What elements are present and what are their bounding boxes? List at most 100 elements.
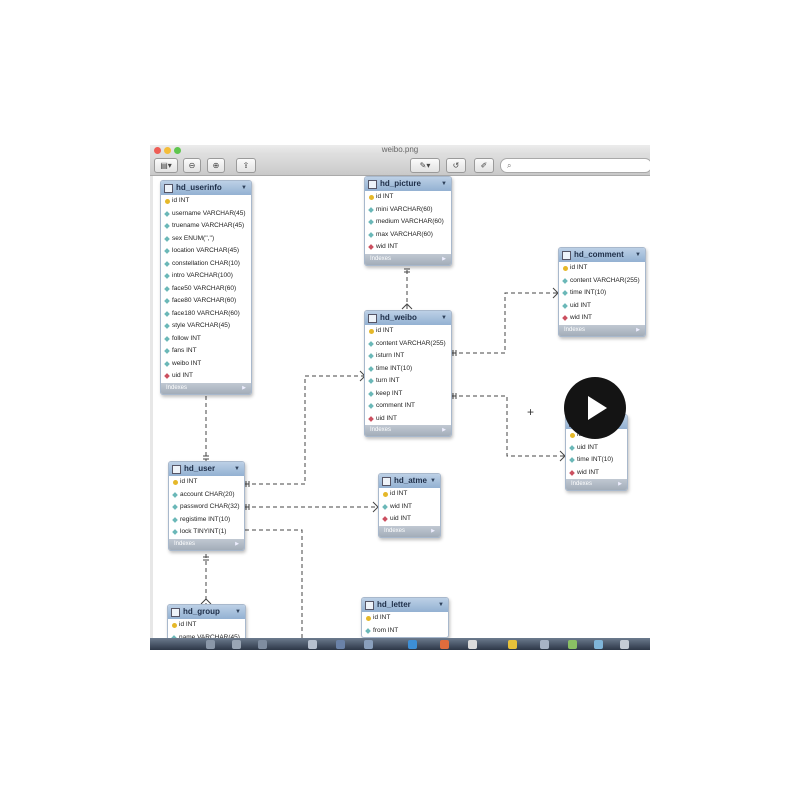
table-field-row[interactable]: location VARCHAR(45) [161, 245, 251, 258]
table-field-row[interactable]: registime INT(10) [169, 514, 244, 527]
indexes-bar[interactable]: Indexes▶ [559, 324, 645, 336]
collapse-arrow-icon[interactable]: ▼ [441, 315, 447, 321]
table-field-row[interactable]: uid INT [161, 370, 251, 383]
table-field-row[interactable]: wid INT [566, 467, 627, 480]
collapse-arrow-icon[interactable]: ▼ [430, 478, 436, 484]
table-field-row[interactable]: lock TINYINT(1) [169, 526, 244, 539]
close-window-button[interactable] [154, 147, 161, 154]
zoom-window-button[interactable] [174, 147, 181, 154]
dock-app-icon[interactable] [540, 640, 549, 649]
zoom-in-button[interactable]: ⊕ [207, 158, 225, 173]
table-field-row[interactable]: face80 VARCHAR(60) [161, 295, 251, 308]
field-label: id INT [376, 193, 394, 200]
dock-app-icon[interactable] [568, 640, 577, 649]
table-field-row[interactable]: wid INT [365, 241, 451, 254]
dock-app-icon[interactable] [508, 640, 517, 649]
table-field-row[interactable]: face50 VARCHAR(60) [161, 283, 251, 296]
indexes-bar[interactable]: Indexes▶ [379, 525, 440, 537]
table-field-row[interactable]: uid INT [566, 442, 627, 455]
table-field-row[interactable]: id INT [168, 619, 245, 632]
rotate-button[interactable]: ↺ [446, 158, 466, 173]
table-field-row[interactable]: weibo INT [161, 358, 251, 371]
field-label: id INT [570, 264, 588, 271]
zoom-out-button[interactable]: ⊖ [183, 158, 201, 173]
table-field-row[interactable]: id INT [365, 325, 451, 338]
indexes-bar[interactable]: Indexes▶ [365, 253, 451, 265]
search-field[interactable]: ⌕ [500, 158, 650, 173]
dock-app-icon[interactable] [232, 640, 241, 649]
table-field-row[interactable]: username VARCHAR(45) [161, 208, 251, 221]
annotate-button[interactable]: ✎▾ [410, 158, 440, 173]
dock-app-icon[interactable] [258, 640, 267, 649]
table-field-row[interactable]: time INT(10) [566, 454, 627, 467]
table-field-row[interactable]: wid INT [559, 312, 645, 325]
indexes-bar[interactable]: Indexes▶ [566, 479, 627, 490]
table-field-row[interactable]: mini VARCHAR(60) [365, 204, 451, 217]
play-button[interactable] [564, 377, 626, 439]
dock-app-icon[interactable] [620, 640, 629, 649]
indexes-bar[interactable]: Indexes▶ [169, 538, 244, 550]
table-field-row[interactable]: comment INT [365, 400, 451, 413]
table-field-row[interactable]: style VARCHAR(45) [161, 320, 251, 333]
table-field-row[interactable]: id INT [161, 195, 251, 208]
table-field-row[interactable]: keep INT [365, 388, 451, 401]
table-field-row[interactable]: follow INT [161, 333, 251, 346]
collapse-arrow-icon[interactable]: ▼ [235, 609, 241, 615]
minimize-window-button[interactable] [164, 147, 171, 154]
edit-button[interactable]: ✐ [474, 158, 494, 173]
table-field-row[interactable]: medium VARCHAR(60) [365, 216, 451, 229]
dock-app-icon[interactable] [440, 640, 449, 649]
table-field-row[interactable]: turn INT [365, 375, 451, 388]
indexes-bar[interactable]: Indexes▶ [161, 382, 251, 394]
sidebar-toggle-button[interactable]: ▤▾ [154, 158, 178, 173]
table-field-row[interactable]: fans INT [161, 345, 251, 358]
table-field-row[interactable]: intro VARCHAR(100) [161, 270, 251, 283]
table-field-row[interactable]: id INT [365, 191, 451, 204]
dock-app-icon[interactable] [408, 640, 417, 649]
share-button[interactable]: ⇪ [236, 158, 256, 173]
table-field-row[interactable]: isturn INT [365, 350, 451, 363]
table-field-row[interactable]: uid INT [559, 300, 645, 313]
table-field-row[interactable]: max VARCHAR(60) [365, 229, 451, 242]
collapse-arrow-icon[interactable]: ▼ [441, 181, 447, 187]
indexes-bar[interactable]: Indexes▶ [365, 425, 451, 436]
table-field-row[interactable]: account CHAR(20) [169, 489, 244, 502]
table-field-row[interactable]: time INT(10) [559, 287, 645, 300]
table-field-row[interactable]: sex ENUM('','') [161, 233, 251, 246]
collapse-arrow-icon[interactable]: ▼ [635, 252, 641, 258]
dock-app-icon[interactable] [364, 640, 373, 649]
field-label: uid INT [172, 372, 193, 379]
table-field-row[interactable]: content VARCHAR(255) [365, 338, 451, 351]
table-field-row[interactable]: name VARCHAR(45) [168, 632, 245, 645]
table-field-row[interactable]: uid INT [365, 413, 451, 426]
table-field-row[interactable]: wid INT [379, 501, 440, 514]
table-field-row[interactable]: password CHAR(32) [169, 501, 244, 514]
table-field-row[interactable]: content VARCHAR(255) [559, 275, 645, 288]
collapse-arrow-icon[interactable]: ▼ [438, 602, 444, 608]
table-field-row[interactable]: id INT [169, 476, 244, 489]
dock-app-icon[interactable] [468, 640, 477, 649]
table-field-row[interactable]: constellation CHAR(10) [161, 258, 251, 271]
table-field-row[interactable]: id INT [379, 488, 440, 501]
toolbar: ▤▾ ⊖ ⊕ ⇪ ✎▾ ↺ ✐ ⌕ [150, 155, 650, 176]
dock-app-icon[interactable] [308, 640, 317, 649]
collapse-arrow-icon[interactable]: ▼ [241, 185, 247, 191]
table-field-row[interactable]: id INT [559, 262, 645, 275]
dock-app-icon[interactable] [336, 640, 345, 649]
table-field-row[interactable]: time INT(10) [365, 363, 451, 376]
collapse-arrow-icon[interactable]: ▼ [234, 466, 240, 472]
table-field-row[interactable]: face180 VARCHAR(60) [161, 308, 251, 321]
dock-app-icon[interactable] [206, 640, 215, 649]
table-field-row[interactable]: truename VARCHAR(45) [161, 220, 251, 233]
table-field-row[interactable]: id INT [362, 612, 448, 625]
table-field-row[interactable]: from INT [362, 625, 448, 638]
dock-app-icon[interactable] [594, 640, 603, 649]
table-field-row[interactable]: uid INT [379, 513, 440, 526]
